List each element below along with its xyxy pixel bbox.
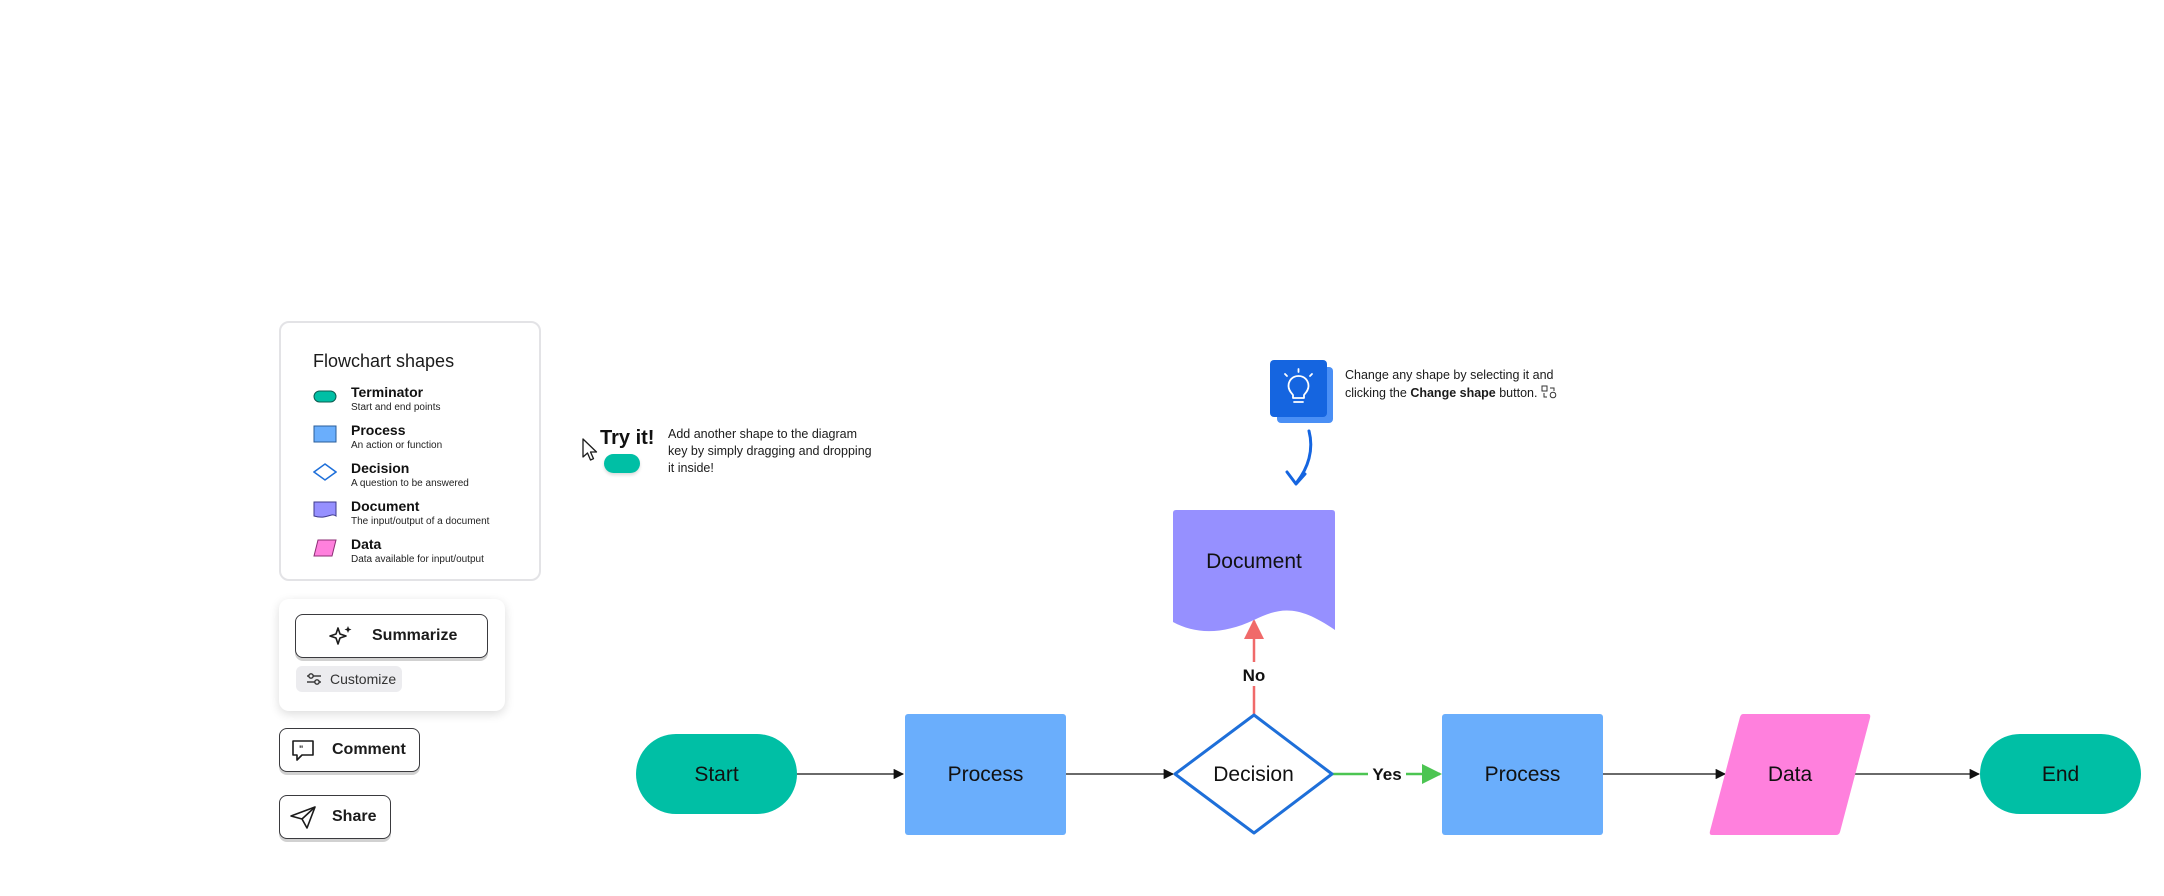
process-node-1-label: Process <box>948 763 1024 786</box>
legend-item-desc: Start and end points <box>351 402 441 413</box>
legend-item-desc: The input/output of a document <box>351 516 490 527</box>
data-node[interactable] <box>1709 714 1871 835</box>
decision-node-label: Decision <box>1213 763 1294 786</box>
process-node-2[interactable] <box>1442 714 1603 835</box>
legend-item-label: Decision <box>351 460 410 476</box>
tip-arrow-head <box>1285 470 1307 486</box>
no-label: No <box>1243 666 1266 685</box>
comment-label: Comment <box>332 741 406 758</box>
legend-item-label: Document <box>351 498 420 514</box>
legend-item-label: Terminator <box>351 384 424 400</box>
draggable-terminator-shape[interactable] <box>604 454 640 473</box>
flowchart-legend[interactable]: Flowchart shapes Terminator Start and en… <box>279 321 541 581</box>
end-node-label: End <box>2042 763 2079 786</box>
try-it-title: Try it! <box>600 427 655 449</box>
decision-node[interactable] <box>1173 713 1334 835</box>
mouse-cursor-icon <box>582 438 598 461</box>
comment-icon: " <box>292 740 314 761</box>
sliders-icon <box>307 673 321 685</box>
end-node[interactable] <box>1980 734 2141 814</box>
share-label: Share <box>332 808 377 825</box>
send-icon <box>290 806 316 829</box>
customize-label: Customize <box>330 671 397 687</box>
summarize-button[interactable]: Summarize <box>295 614 488 658</box>
legend-item-label: Data <box>351 536 382 552</box>
yes-label: Yes <box>1372 765 1401 784</box>
summarize-label: Summarize <box>372 627 458 644</box>
tip-curved-arrow <box>1295 429 1313 484</box>
start-node-label: Start <box>694 763 739 786</box>
data-swatch-icon <box>313 539 337 557</box>
change-shape-icon <box>1541 385 1557 399</box>
no-label-bg <box>1238 662 1270 686</box>
ai-actions-card: Summarize Customize <box>279 599 505 711</box>
document-node[interactable] <box>1173 510 1335 632</box>
comment-button[interactable]: " Comment <box>279 728 420 772</box>
legend-item-label: Process <box>351 422 406 438</box>
terminator-swatch-icon <box>313 390 337 403</box>
legend-title: Flowchart shapes <box>313 351 455 371</box>
tip-text: Change any shape by selecting it and cli… <box>1345 366 1595 402</box>
document-node-label: Document <box>1206 550 1302 573</box>
tip-text-after: button. <box>1495 386 1538 400</box>
data-node-label: Data <box>1768 763 1813 786</box>
try-it-description: Add another shape to the diagram key by … <box>668 427 872 475</box>
lightbulb-icon <box>1270 360 1333 423</box>
customize-chip[interactable]: Customize <box>296 666 402 692</box>
svg-text:": " <box>299 744 303 754</box>
legend-item-desc: A question to be answered <box>351 478 469 489</box>
tip-text-bold: Change shape <box>1410 386 1496 400</box>
sparkle-icon <box>329 626 352 645</box>
yes-label-bg <box>1368 761 1406 785</box>
process-node-2-label: Process <box>1485 763 1561 786</box>
document-swatch-icon <box>313 501 337 518</box>
decision-swatch-icon <box>313 463 337 481</box>
legend-item-desc: Data available for input/output <box>351 554 484 565</box>
share-button[interactable]: Share <box>279 795 391 839</box>
process-swatch-icon <box>313 425 337 443</box>
start-node[interactable] <box>636 734 797 814</box>
legend-item-desc: An action or function <box>351 440 443 451</box>
tip-text-before: Change any shape by selecting it and cli… <box>1345 368 1554 400</box>
process-node-1[interactable] <box>905 714 1066 835</box>
